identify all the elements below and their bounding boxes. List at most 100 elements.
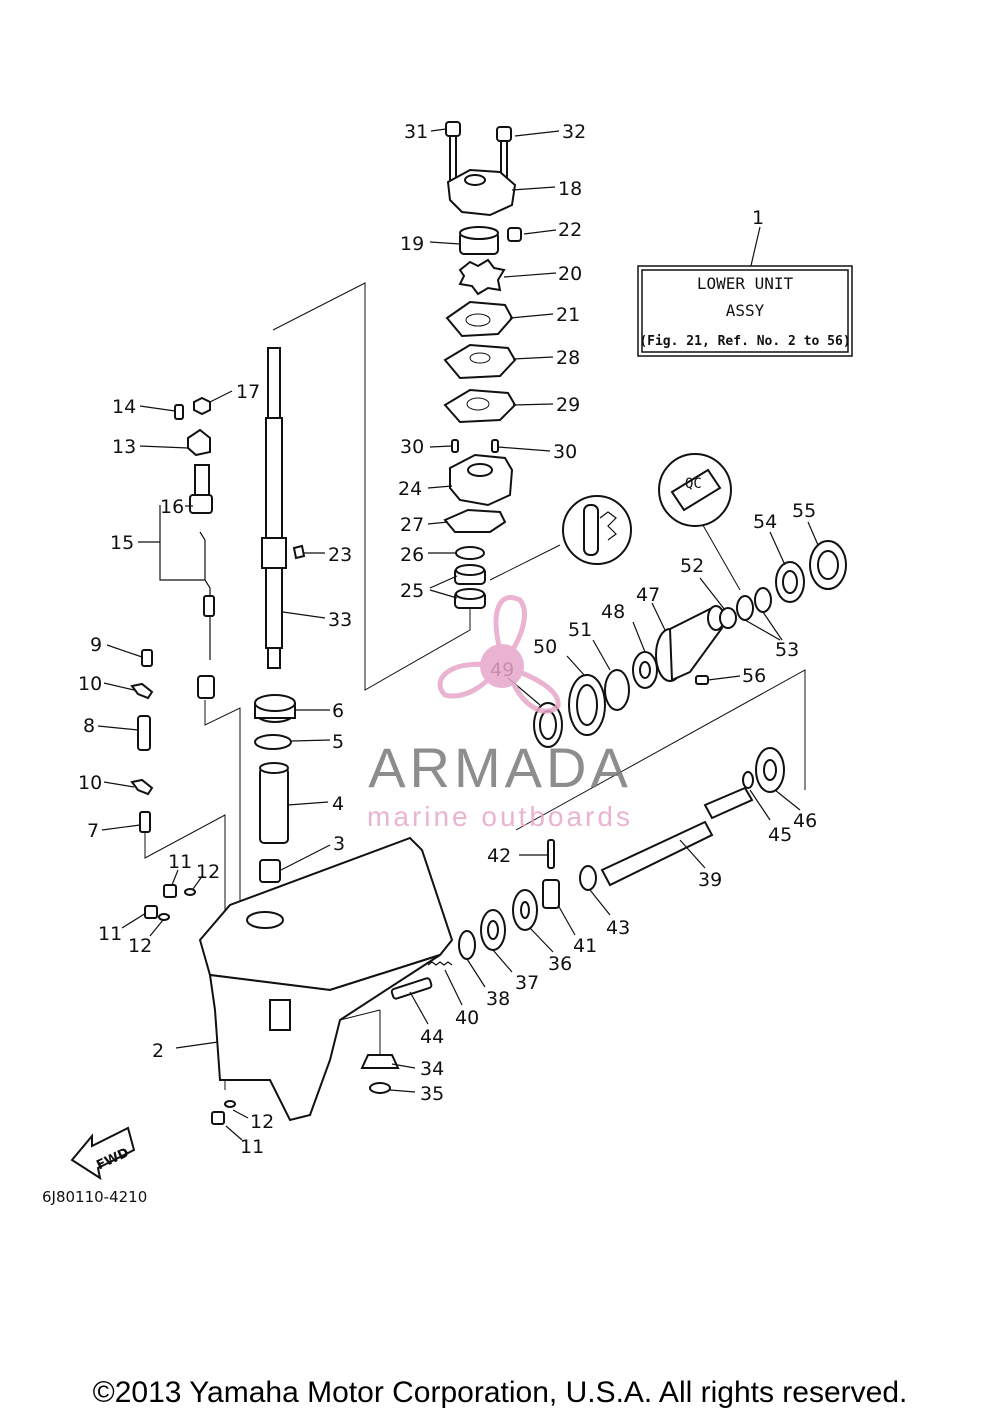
key-56 <box>695 675 709 685</box>
callout-10b: 10 <box>78 772 102 794</box>
callout-37: 37 <box>515 972 539 994</box>
woodruff-key-23 <box>292 544 306 560</box>
pinion-34 <box>360 1054 400 1069</box>
gasket-12b <box>158 913 170 921</box>
sleeve-4 <box>259 762 289 844</box>
washer-43 <box>579 865 597 891</box>
callout-12a: 12 <box>196 861 220 883</box>
washer-45 <box>742 771 754 789</box>
plug-11b <box>144 905 158 919</box>
callout-47: 47 <box>636 584 660 606</box>
callout-12b: 12 <box>128 935 152 957</box>
legend-line-2: ASSY <box>726 301 765 320</box>
callout-51: 51 <box>568 619 592 641</box>
legend-line-3: (Fig. 21, Ref. No. 2 to 56) <box>639 334 850 349</box>
connector-13 <box>187 428 211 457</box>
callout-20: 20 <box>558 263 582 285</box>
bolt-32 <box>496 126 512 184</box>
callout-12c: 12 <box>250 1111 274 1133</box>
callout-30a: 30 <box>400 436 424 458</box>
callout-18: 18 <box>558 178 582 200</box>
callout-28: 28 <box>556 347 580 369</box>
shim-38 <box>458 930 476 960</box>
callout-39: 39 <box>698 869 722 891</box>
propeller-logo-icon <box>437 595 561 714</box>
callout-45: 45 <box>768 824 792 846</box>
oil-seal-53 <box>736 587 772 621</box>
callout-27: 27 <box>400 514 424 536</box>
grommet-16 <box>189 464 213 514</box>
callout-13: 13 <box>112 436 136 458</box>
callout-16: 16 <box>160 496 184 518</box>
armada-watermark: ARMADA marine outboards <box>367 595 633 832</box>
callout-3: 3 <box>333 833 345 855</box>
drive-shaft-33 <box>261 347 287 669</box>
callout-26: 26 <box>400 544 424 566</box>
insert-cartridge-19 <box>459 226 499 255</box>
callout-11a: 11 <box>168 851 192 873</box>
callout-23: 23 <box>328 544 352 566</box>
callout-53: 53 <box>775 639 799 661</box>
watermark-tagline: marine outboards <box>367 801 633 832</box>
pump-case-24 <box>449 453 514 507</box>
propeller-hub-icon <box>480 644 524 688</box>
callout-19: 19 <box>400 233 424 255</box>
impeller-20 <box>458 258 506 296</box>
ring-nut-55 <box>809 540 847 590</box>
callout-46: 46 <box>793 810 817 832</box>
callout-2: 2 <box>152 1040 164 1062</box>
callout-50: 50 <box>533 636 557 658</box>
lower-unit-assy-legend: 1 LOWER UNIT ASSY (Fig. 21, Ref. No. 2 t… <box>637 207 853 357</box>
taper-roller-bearing-37 <box>480 909 506 951</box>
callout-8: 8 <box>83 715 95 737</box>
copyright-notice: ©2013 Yamaha Motor Corporation, U.S.A. A… <box>92 1376 908 1409</box>
legend-line-1: LOWER UNIT <box>697 274 794 293</box>
callout-35: 35 <box>420 1083 444 1105</box>
callout-31: 31 <box>404 121 428 143</box>
washer-5 <box>254 734 292 750</box>
lower-case-2 <box>198 836 454 1122</box>
bearing-6 <box>254 694 296 723</box>
dowel-pin-30b <box>491 439 499 453</box>
dog-clutch-41 <box>542 879 560 909</box>
nut-17 <box>193 396 211 416</box>
callout-22: 22 <box>558 219 582 241</box>
callout-29: 29 <box>556 394 580 416</box>
shift-plunger-44 <box>390 977 433 1000</box>
callout-21: 21 <box>556 304 580 326</box>
callout-43: 43 <box>606 917 630 939</box>
shim-49 <box>533 702 563 748</box>
drawing-code: 6J80110-4210 <box>42 1188 148 1206</box>
plug-11c <box>211 1111 225 1125</box>
nut-35 <box>369 1082 391 1094</box>
callout-4: 4 <box>332 793 344 815</box>
clip-10b <box>130 778 154 796</box>
callout-40: 40 <box>455 1007 479 1029</box>
gasket-29 <box>443 388 517 424</box>
callout-11b: 11 <box>98 923 122 945</box>
shim-50 <box>568 674 606 736</box>
callout-34: 34 <box>420 1058 444 1080</box>
o-ring-51 <box>604 669 630 711</box>
callout-30b: 30 <box>553 441 577 463</box>
clip-10a <box>130 682 154 700</box>
shift-rod-9 <box>141 649 153 667</box>
grommet-22 <box>507 227 522 242</box>
callout-11c: 11 <box>240 1136 264 1158</box>
needle-bearing-52 <box>719 607 737 629</box>
dowel-pin-30a <box>451 439 459 453</box>
claw-washer-54 <box>775 561 805 603</box>
forward-direction-arrow: FWD <box>70 1126 136 1181</box>
callout-15: 15 <box>110 532 134 554</box>
outer-plate-28 <box>443 343 517 380</box>
forward-gear-36 <box>512 889 538 931</box>
callout-54: 54 <box>753 511 777 533</box>
callout-52: 52 <box>680 555 704 577</box>
leader-lines <box>97 128 819 1141</box>
gasket-12c <box>224 1100 236 1108</box>
callout-41: 41 <box>573 935 597 957</box>
callout-32: 32 <box>562 121 586 143</box>
plug-11a <box>163 884 177 898</box>
gasket-21 <box>445 300 514 338</box>
